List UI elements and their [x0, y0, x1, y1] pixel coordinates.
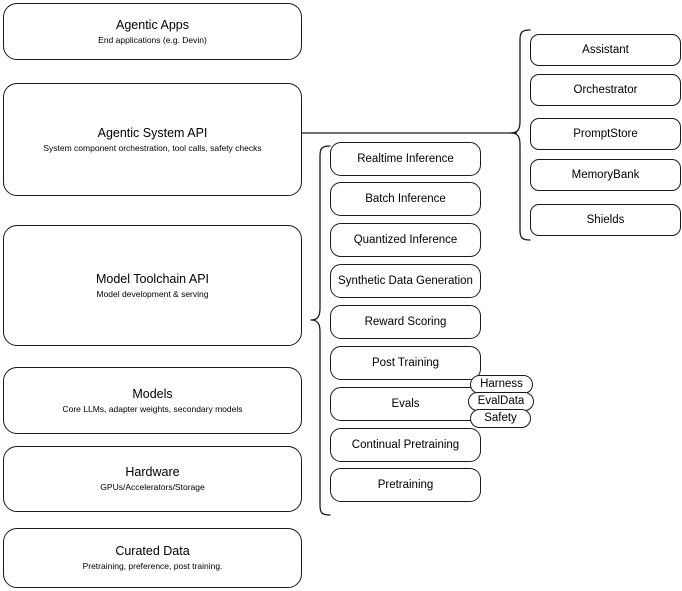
layer-subtitle: Model development & serving: [96, 288, 209, 299]
capability-evals[interactable]: Evals: [330, 387, 481, 421]
capability-label: Quantized Inference: [353, 234, 458, 246]
capability-synthetic-data-generation[interactable]: Synthetic Data Generation: [330, 264, 481, 298]
capability-quantized-inference[interactable]: Quantized Inference: [330, 223, 481, 257]
layer-subtitle: GPUs/Accelerators/Storage: [100, 482, 205, 492]
capability-label: Post Training: [371, 357, 440, 369]
layer-title: Models: [132, 386, 173, 401]
layer-agentic-system-api[interactable]: Agentic System API System component orch…: [3, 83, 302, 196]
toolchain-brace: [310, 145, 331, 516]
capability-label: Batch Inference: [365, 193, 446, 205]
layer-models[interactable]: Models Core LLMs, adapter weights, secon…: [3, 367, 302, 434]
layer-title: Agentic Apps: [116, 17, 189, 32]
layer-hardware[interactable]: Hardware GPUs/Accelerators/Storage: [3, 446, 302, 512]
capability-reward-scoring[interactable]: Reward Scoring: [330, 305, 481, 339]
capability-label: Realtime Inference: [357, 153, 454, 165]
capability-label: Pretraining: [377, 479, 434, 491]
layer-title: Curated Data: [115, 544, 190, 558]
system-component-label: Assistant: [582, 44, 629, 56]
layer-agentic-apps[interactable]: Agentic Apps End applications (e.g. Devi…: [3, 3, 302, 60]
system-component-memorybank[interactable]: MemoryBank: [530, 159, 681, 191]
system-component-label: PromptStore: [573, 128, 638, 140]
system-brace: [510, 29, 531, 241]
layer-curated-data[interactable]: Curated Data Pretraining, preference, po…: [3, 528, 302, 588]
system-component-shields[interactable]: Shields: [530, 204, 681, 236]
layer-subtitle: End applications (e.g. Devin): [98, 34, 207, 45]
system-component-label: Shields: [586, 214, 625, 226]
badge-safety[interactable]: Safety: [470, 409, 531, 428]
capability-label: Synthetic Data Generation: [338, 275, 473, 287]
capability-post-training[interactable]: Post Training: [330, 346, 481, 380]
system-component-label: MemoryBank: [571, 169, 640, 181]
capability-continual-pretraining[interactable]: Continual Pretraining: [330, 428, 481, 462]
system-component-assistant[interactable]: Assistant: [530, 34, 681, 66]
system-component-label: Orchestrator: [573, 84, 638, 96]
capability-label: Reward Scoring: [364, 316, 447, 328]
system-component-orchestrator[interactable]: Orchestrator: [530, 74, 681, 106]
capability-pretraining[interactable]: Pretraining: [330, 468, 481, 502]
layer-title: Agentic System API: [97, 125, 208, 140]
capability-batch-inference[interactable]: Batch Inference: [330, 182, 481, 216]
layer-subtitle: Pretraining, preference, post training.: [82, 561, 223, 571]
capability-realtime-inference[interactable]: Realtime Inference: [330, 142, 481, 176]
system-component-promptstore[interactable]: PromptStore: [530, 118, 681, 150]
capability-label: Continual Pretraining: [351, 439, 460, 451]
layer-subtitle: System component orchestration, tool cal…: [43, 142, 262, 153]
layer-title: Hardware: [125, 465, 180, 479]
capability-label: Evals: [391, 398, 420, 410]
layer-subtitle: Core LLMs, adapter weights, secondary mo…: [62, 403, 243, 414]
layer-title: Model Toolchain API: [95, 271, 210, 286]
layer-model-toolchain-api[interactable]: Model Toolchain API Model development & …: [3, 225, 302, 346]
